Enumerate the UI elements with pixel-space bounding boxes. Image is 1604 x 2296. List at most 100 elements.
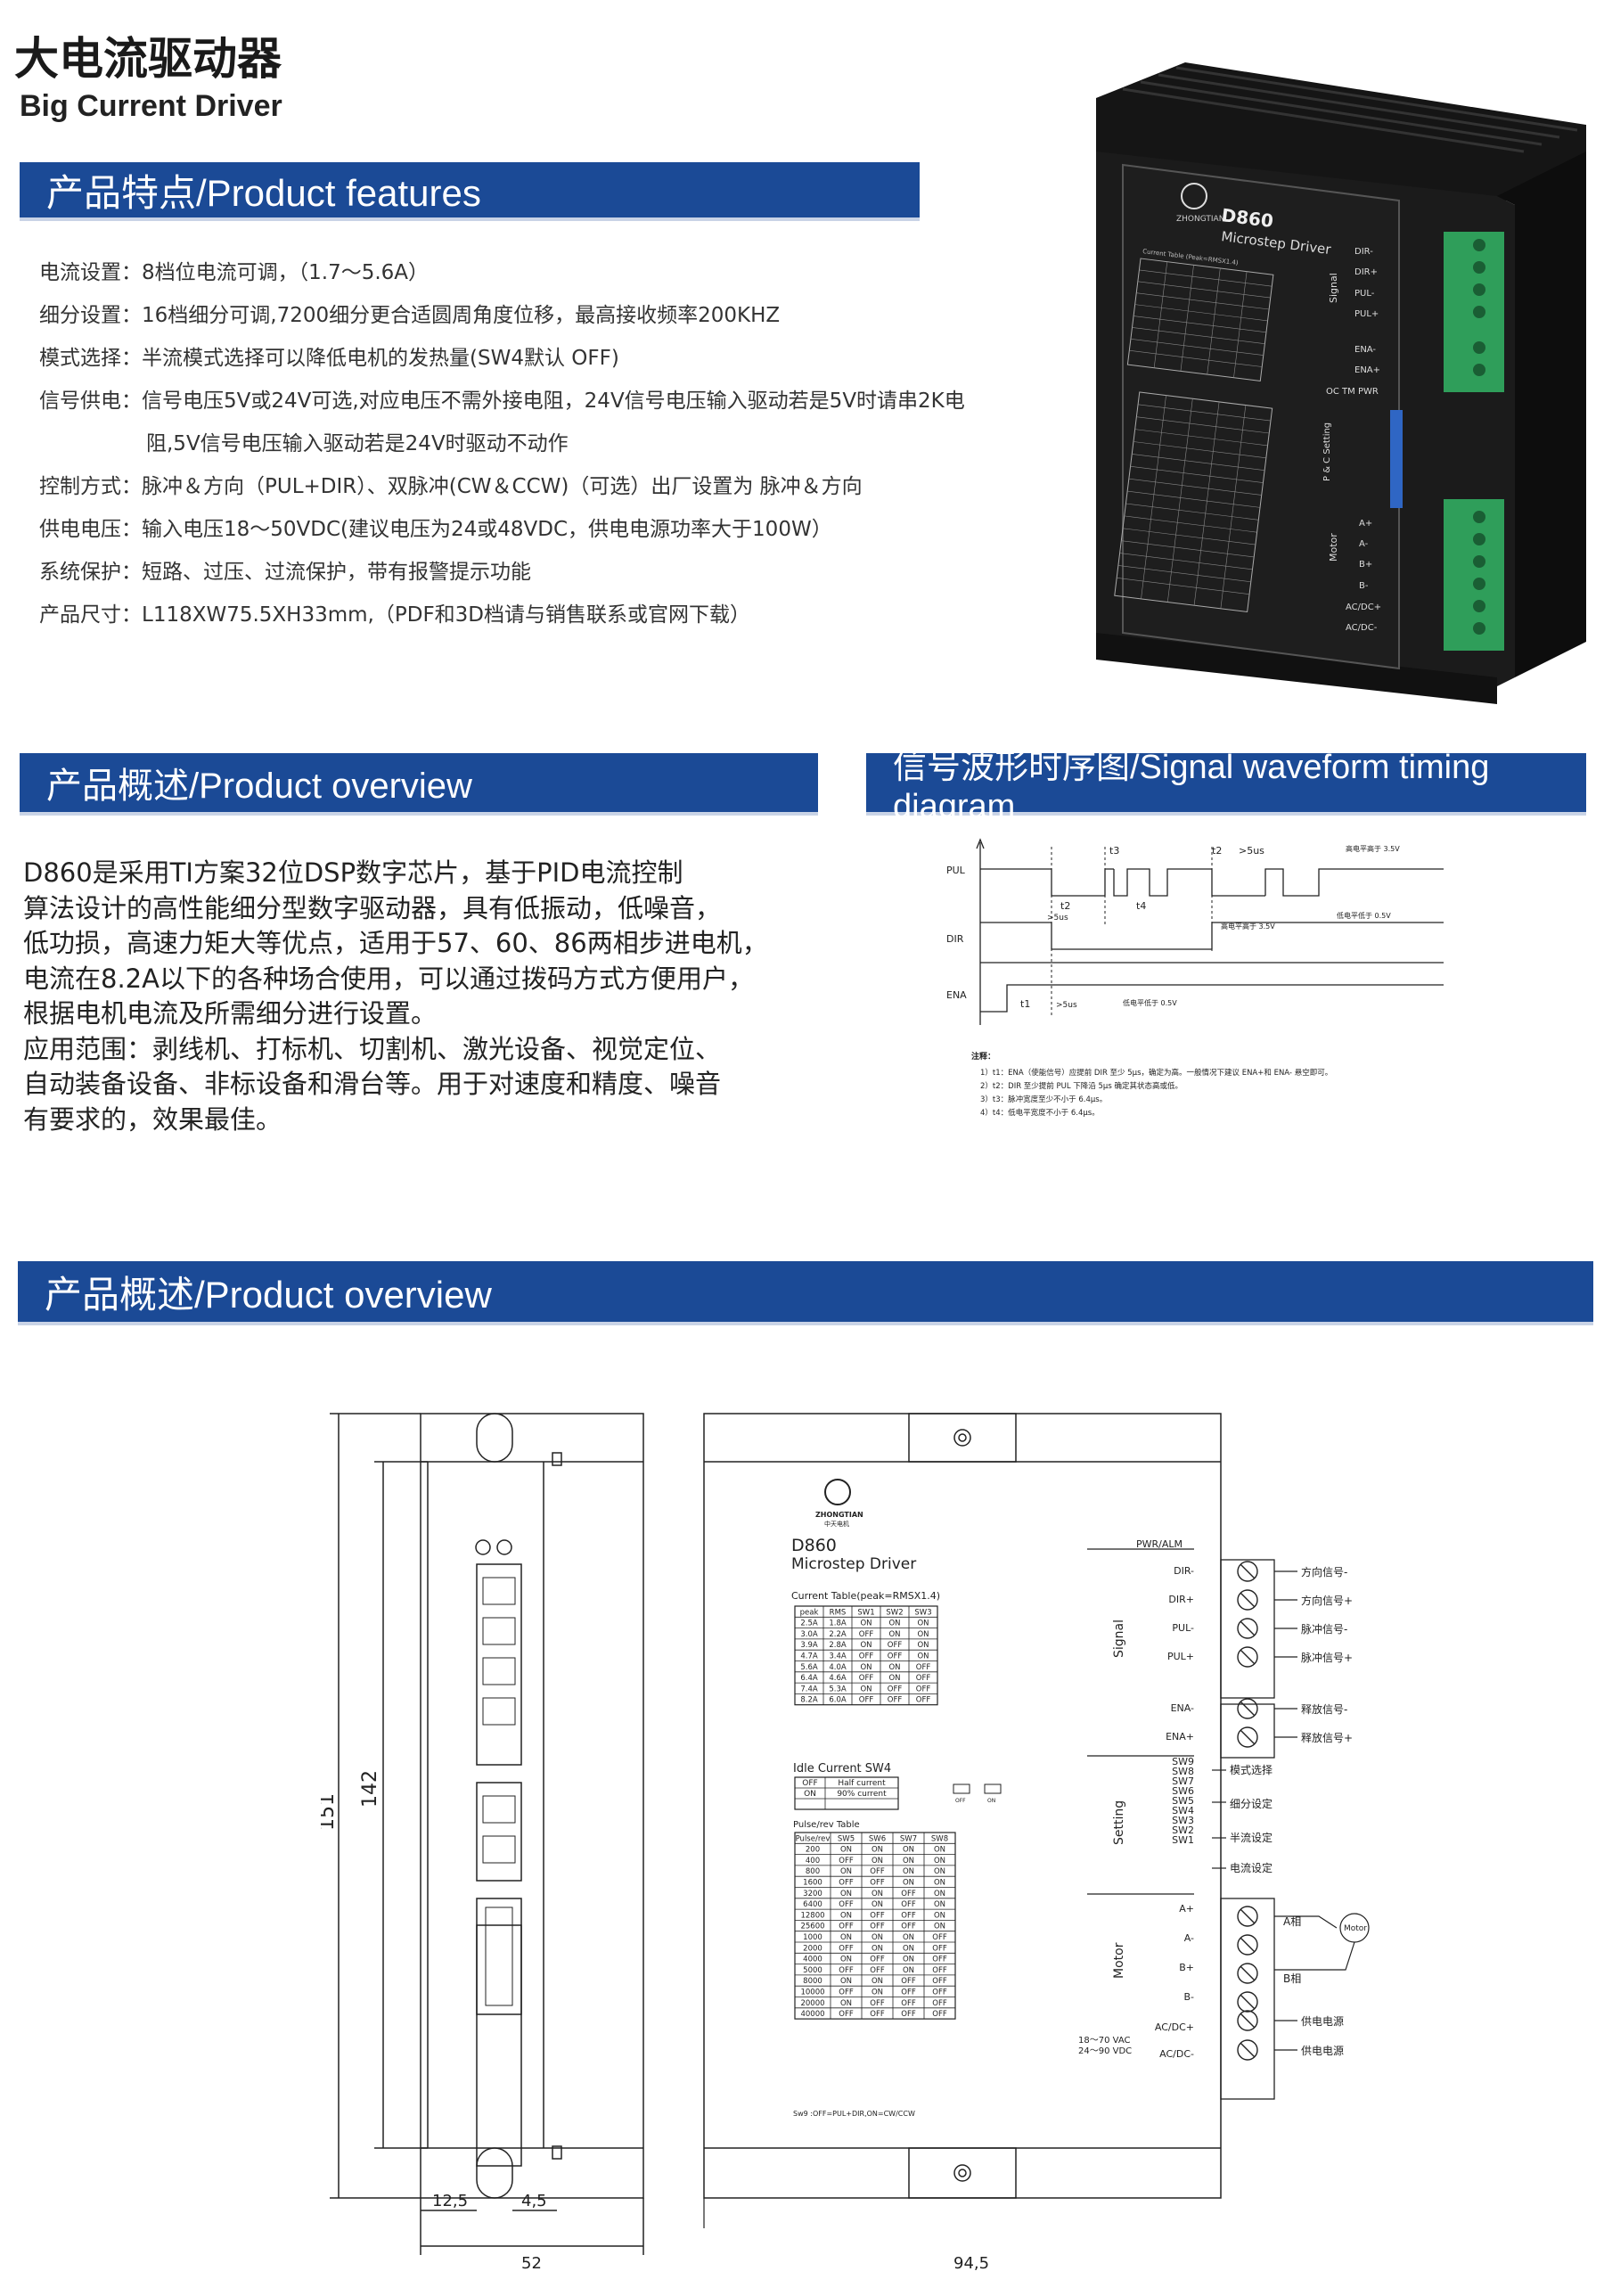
table-cell: OFF bbox=[901, 1988, 916, 1997]
table-cell: ON bbox=[840, 1890, 852, 1898]
table-cell: OFF bbox=[932, 1999, 947, 2008]
table-cell: 5.3A bbox=[829, 1685, 847, 1693]
table-cell: OFF bbox=[888, 1696, 903, 1705]
annot-power-2: 供电电源 bbox=[1301, 2045, 1344, 2057]
screw-terminal-icon bbox=[1237, 1618, 1258, 1639]
table-cell: ON bbox=[917, 1652, 929, 1661]
annot-pul-plus: 脉冲信号+ bbox=[1301, 1651, 1353, 1664]
table-cell: OFF bbox=[888, 1641, 903, 1650]
svg-text:PUL+: PUL+ bbox=[1354, 309, 1379, 319]
overview-line: 电流在8.2A以下的各种场合使用，可以通过拨码方式方便用户， bbox=[23, 963, 754, 994]
annot-mode: 模式选择 bbox=[1230, 1764, 1273, 1776]
section-bar-overview-2: 产品概述/Product overview bbox=[18, 1261, 1593, 1325]
feature-item: 控制方式：脉冲＆方向（PUL+DIR）、双脉冲(CW＆CCW)（可选）出厂设置为… bbox=[39, 475, 863, 498]
t4-label: t4 bbox=[1136, 900, 1146, 912]
table-cell: OFF bbox=[901, 1923, 916, 1931]
terminal-label: B+ bbox=[1179, 1962, 1194, 1973]
screw-terminal-icon bbox=[1237, 1963, 1258, 1984]
table-cell: 4.7A bbox=[800, 1652, 818, 1661]
svg-text:Signal: Signal bbox=[1328, 273, 1339, 303]
terminal-label: A- bbox=[1184, 1932, 1194, 1944]
drawing-brand: ZHONGTIAN bbox=[815, 1511, 863, 1519]
table-cell: ON bbox=[917, 1620, 929, 1628]
table-cell: 2.8A bbox=[829, 1641, 847, 1650]
dim-151: 151 bbox=[321, 1793, 339, 1831]
table-cell: 20000 bbox=[800, 1999, 824, 2008]
table-cell: OFF bbox=[901, 1890, 916, 1898]
signal-group-label: Signal bbox=[1112, 1620, 1126, 1658]
overview-line: 有要求的，效果最佳。 bbox=[23, 1103, 282, 1135]
table-cell: ON bbox=[840, 1956, 852, 1964]
feature-item: 电流设置：8档位电流可调，（1.7～5.6A） bbox=[39, 261, 430, 284]
note-line: 2）t2：DIR 至少提前 PUL 下降沿 5μs 确定其状态高或低。 bbox=[980, 1081, 1183, 1091]
terminal-label: DIR+ bbox=[1168, 1594, 1194, 1605]
t3-label: t3 bbox=[1109, 845, 1119, 857]
dip-on-label: ON bbox=[987, 1798, 995, 1804]
table-cell: SW6 bbox=[869, 1834, 886, 1843]
feature-item: 细分设置：16档细分可调,7200细分更合适圆周角度位移，最高接收频率200KH… bbox=[39, 304, 781, 327]
table-cell: Half current bbox=[838, 1779, 886, 1788]
overview-line: 自动装备设备、非标设备和滑台等。用于对速度和精度、噪音 bbox=[23, 1069, 722, 1099]
table-cell: OFF bbox=[859, 1696, 874, 1705]
terminal-label: SW3 bbox=[1172, 1815, 1194, 1826]
photo-dip-switch bbox=[1390, 410, 1403, 508]
table-cell: OFF bbox=[839, 2010, 854, 2019]
table-cell: ON bbox=[872, 1846, 883, 1855]
feature-item: 模式选择：半流模式选择可以降低电机的发热量(SW4默认 OFF) bbox=[39, 347, 619, 370]
table-cell: ON bbox=[872, 1933, 883, 1942]
pwr-alm-label: PWR/ALM bbox=[1136, 1538, 1183, 1550]
terminal-label: PUL- bbox=[1172, 1622, 1194, 1634]
dim-4-5: 4,5 bbox=[521, 2192, 547, 2210]
annot-half: 半流设定 bbox=[1230, 1831, 1273, 1844]
table-cell: ON bbox=[860, 1641, 872, 1650]
screw-terminal-icon bbox=[1237, 1726, 1258, 1748]
table-cell: 2.2A bbox=[829, 1630, 847, 1639]
annot-phase-b: B相 bbox=[1283, 1972, 1301, 1985]
table-cell: ON bbox=[903, 1966, 914, 1975]
annot-pul-minus: 脉冲信号- bbox=[1301, 1622, 1347, 1636]
signal-ena-label: ENA bbox=[946, 989, 967, 1001]
photo-brand: ZHONGTIAN bbox=[1176, 215, 1224, 224]
table-cell: OFF bbox=[870, 1867, 885, 1876]
note-line: 1）t1：ENA（使能信号）应提前 DIR 至少 5μs，确定为高。一般情况下建… bbox=[980, 1068, 1332, 1078]
overview-line: 根据电机电流及所需细分进行设置。 bbox=[23, 998, 438, 1029]
section-title: 产品概述/Product overview bbox=[46, 767, 472, 806]
voltage-dc-label: 24～90 VDC bbox=[1078, 2046, 1132, 2056]
table-cell: 8.2A bbox=[800, 1696, 818, 1705]
photo-terminal-block bbox=[1444, 232, 1504, 651]
table-cell: ON bbox=[872, 1900, 883, 1909]
table-cell: 12800 bbox=[800, 1911, 824, 1920]
terminal-label: SW7 bbox=[1172, 1775, 1194, 1787]
table-cell: ON bbox=[840, 1999, 852, 2008]
section-bar-features: 产品特点/Product features bbox=[20, 162, 920, 221]
dim-94-5: 94,5 bbox=[953, 2254, 989, 2273]
table-cell: ON bbox=[872, 1977, 883, 1986]
table-cell: ON bbox=[903, 1956, 914, 1964]
terminal-label: ENA- bbox=[1171, 1702, 1194, 1714]
brand-logo-icon bbox=[824, 1479, 851, 1505]
table-cell: OFF bbox=[932, 2010, 947, 2019]
gt5us-label: >5us bbox=[1056, 1001, 1077, 1010]
table-cell: OFF bbox=[839, 1857, 854, 1866]
table-cell: ON bbox=[903, 1846, 914, 1855]
screw-terminal-icon bbox=[1237, 1646, 1258, 1668]
terminal-label: AC/DC+ bbox=[1155, 2021, 1194, 2033]
overview-line: 应用范围：剥线机、打标机、切割机、激光设备、视觉定位、 bbox=[23, 1033, 722, 1064]
table-cell: ON bbox=[903, 1933, 914, 1942]
page-title: 大电流驱动器 bbox=[14, 33, 282, 85]
table-cell: OFF bbox=[870, 1879, 885, 1888]
table-cell: 10000 bbox=[800, 1988, 824, 1997]
svg-text:OC TM PWR: OC TM PWR bbox=[1326, 387, 1379, 397]
terminal-label: SW4 bbox=[1172, 1805, 1194, 1816]
terminal-label: SW5 bbox=[1172, 1795, 1194, 1807]
section-title: 信号波形时序图/Signal waveform timing diagram bbox=[893, 749, 1490, 825]
overview-line: 低功损，高速力矩大等优点，适用于57、60、86两相步进电机， bbox=[23, 928, 768, 958]
table-cell: OFF bbox=[932, 1977, 947, 1986]
table-cell: peak bbox=[800, 1608, 819, 1617]
front-view-drawing: ZHONGTIAN 中天电机 D860 Microstep Driver Cur… bbox=[703, 1413, 1370, 2273]
high-level-label: 高电平高于 3.5V bbox=[1346, 844, 1400, 853]
table-cell: 3200 bbox=[803, 1890, 822, 1898]
table-cell: ON bbox=[934, 1879, 945, 1888]
feature-item: 产品尺寸：L118XW75.5XH33mm,（PDF和3D档请与销售联系或官网下… bbox=[39, 603, 751, 627]
annot-subdiv: 细分设定 bbox=[1230, 1797, 1273, 1810]
